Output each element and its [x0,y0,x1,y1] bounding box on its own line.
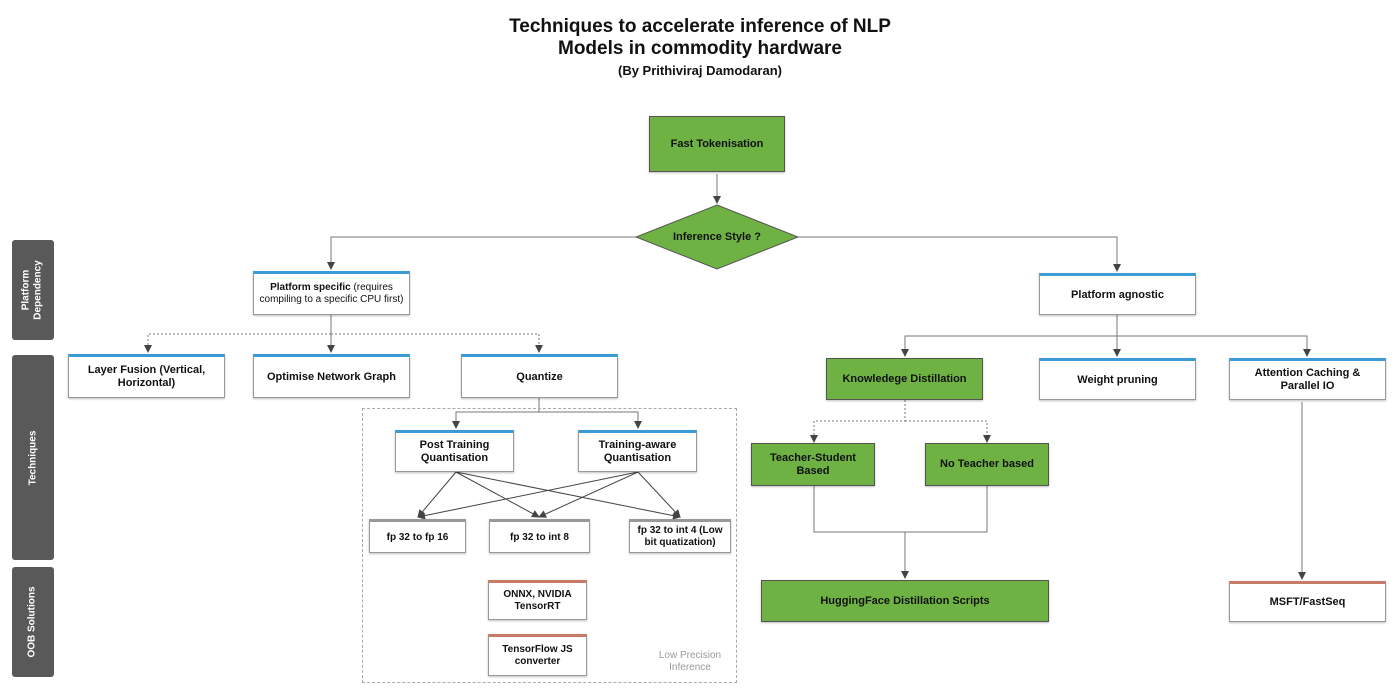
fast-tokenisation-node: Fast Tokenisation [649,116,785,172]
side-label-techniques: Techniques [12,355,54,560]
layer-fusion-node: Layer Fusion (Vertical, Horizontal) [68,354,225,398]
low-precision-label: Low Precision Inference [658,650,722,673]
diagram-author: (By Prithiviraj Damodaran) [618,63,782,78]
weight-pruning-node: Weight pruning [1039,358,1196,400]
side-label-platform-dependency: Platform Dependency [12,240,54,340]
diagram-title-line2: Models in commodity hardware [558,38,842,59]
fp32-to-int8-node: fp 32 to int 8 [489,519,590,553]
low-precision-group [362,408,737,683]
no-teacher-node: No Teacher based [925,443,1049,486]
fp32-to-int4-node: fp 32 to int 4 (Low bit quatization) [629,519,731,553]
post-training-quantisation-node: Post Training Quantisation [395,430,514,472]
platform-agnostic-node: Platform agnostic [1039,273,1196,315]
quantize-node: Quantize [461,354,618,398]
huggingface-distillation-scripts-node: HuggingFace Distillation Scripts [761,580,1049,622]
inference-style-diamond [634,204,800,270]
teacher-student-node: Teacher-Student Based [751,443,875,486]
tensorflow-js-converter-node: TensorFlow JS converter [488,634,587,676]
training-aware-quantisation-node: Training-aware Quantisation [578,430,697,472]
fp32-to-fp16-node: fp 32 to fp 16 [369,519,466,553]
attention-caching-node: Attention Caching & Parallel IO [1229,358,1386,400]
msft-fastseq-node: MSFT/FastSeq [1229,581,1386,622]
platform-specific-node: Platform specific (requires compiling to… [253,271,410,315]
onnx-tensorrt-node: ONNX, NVIDIA TensorRT [488,580,587,620]
optimise-network-graph-node: Optimise Network Graph [253,354,410,398]
diagram-title-line1: Techniques to accelerate inference of NL… [509,16,891,37]
side-label-oob-solutions: OOB Solutions [12,567,54,677]
inference-style-label: Inference Style ? [672,231,762,243]
knowledge-distillation-node: Knowledege Distillation [826,358,983,400]
